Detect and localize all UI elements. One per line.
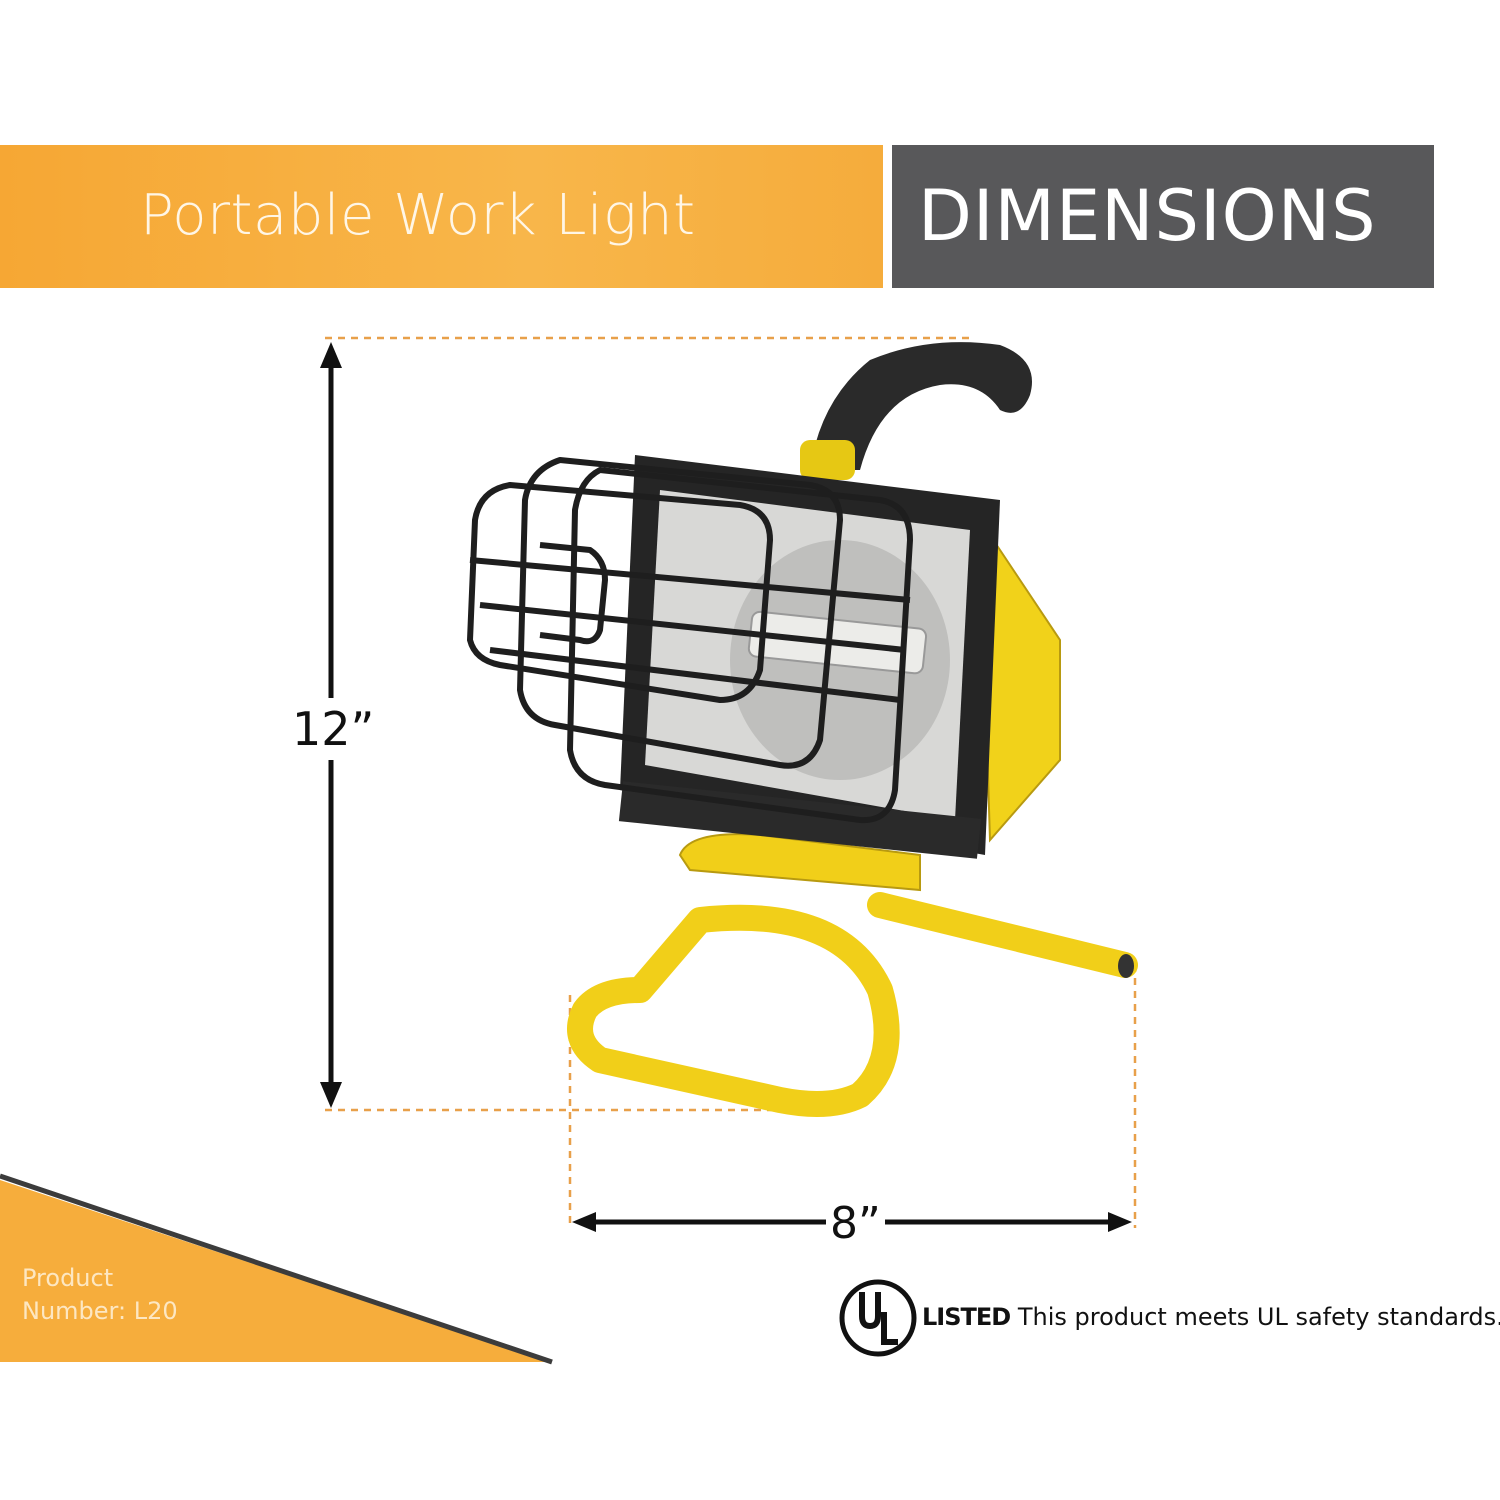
- dimension-guides: [325, 336, 1137, 1228]
- ul-logo-u-shape: [859, 1292, 881, 1330]
- dimensions-heading: DIMENSIONS: [918, 175, 1377, 257]
- dimensions-banner: DIMENSIONS: [892, 145, 1434, 288]
- corner-divider: [0, 1173, 553, 1365]
- title-banner: Portable Work Light: [0, 145, 883, 288]
- width-label: 8”: [826, 1198, 885, 1249]
- ul-logo: [839, 1279, 917, 1357]
- height-label: 12”: [292, 698, 375, 760]
- product-number-line1: Product: [22, 1264, 114, 1292]
- ul-statement: LISTED This product meets UL safety stan…: [922, 1303, 1500, 1331]
- ul-logo-l-shape: [881, 1312, 898, 1345]
- product-number: Product Number: L20: [22, 1262, 178, 1328]
- product-title: Portable Work Light: [140, 183, 696, 248]
- lamp: [467, 342, 1138, 1117]
- ul-listed: LISTED: [922, 1303, 1011, 1331]
- product-number-line2: Number: L20: [22, 1297, 178, 1325]
- ul-text: This product meets UL safety standards.: [1017, 1303, 1500, 1331]
